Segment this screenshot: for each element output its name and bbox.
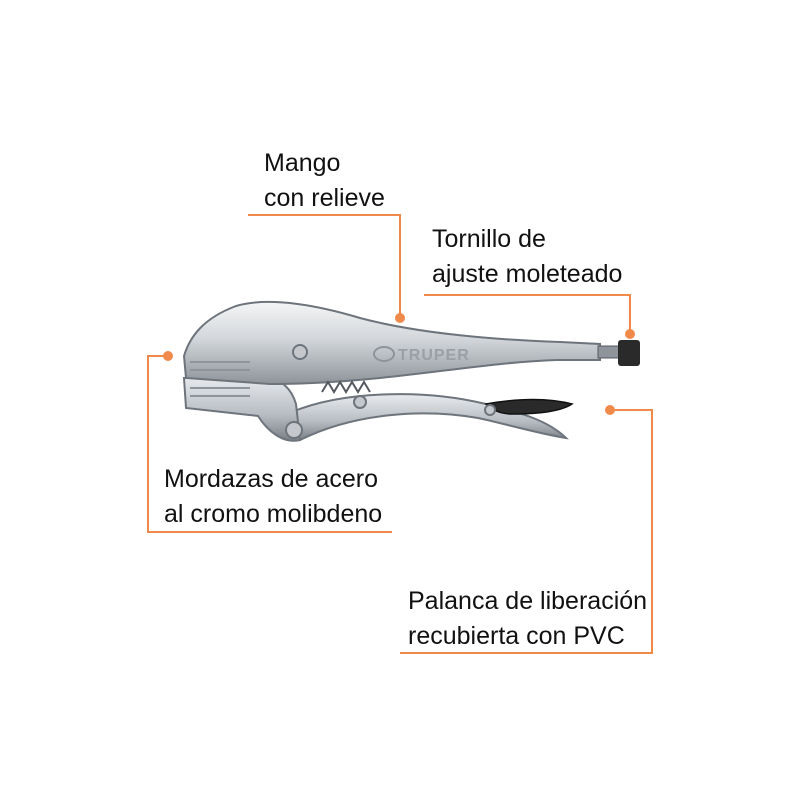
- leader-dot-release: [605, 405, 615, 415]
- release-lever-grip: [484, 398, 574, 415]
- screw-thread: [597, 345, 621, 359]
- leader-dot-handle: [395, 313, 405, 323]
- callout-screw-line2: ajuste moleteado: [432, 260, 623, 288]
- callout-handle-line1: Mango: [264, 149, 341, 177]
- leader-dot-screw: [625, 329, 635, 339]
- rivet: [285, 421, 303, 439]
- truper-logo: TRUPER: [373, 346, 470, 364]
- callout-jaws-line1: Mordazas de acero: [164, 465, 379, 493]
- leader-dots: [163, 313, 635, 415]
- upper-body: [182, 300, 601, 386]
- callout-handle-line2: con relieve: [264, 184, 385, 212]
- leader-line-screw: [424, 294, 631, 332]
- lower-jaw: [182, 374, 302, 442]
- leader-line-release: [400, 409, 653, 654]
- adjusting-screw-knob: [618, 340, 640, 366]
- leader-line-jaws: [147, 355, 392, 533]
- svg-text:TRUPER: TRUPER: [398, 347, 470, 364]
- callout-screw-line1: Tornillo de: [432, 225, 546, 253]
- rivet: [484, 404, 496, 416]
- callout-release: Palanca de liberación recubierta con PVC: [408, 584, 647, 654]
- leader-lines: [147, 214, 653, 654]
- leader-line-handle: [248, 214, 401, 318]
- locking-pliers: TRUPER: [182, 300, 640, 442]
- rivet: [292, 344, 308, 360]
- leader-dot-jaws: [163, 351, 173, 361]
- spring: [321, 380, 371, 394]
- callout-handle: Mango con relieve: [264, 146, 385, 216]
- callout-release-line1: Palanca de liberación: [408, 587, 648, 615]
- callout-jaws: Mordazas de acero al cromo molibdeno: [164, 462, 382, 532]
- callout-release-line2: recubierta con PVC: [408, 622, 625, 650]
- callout-screw: Tornillo de ajuste moleteado: [432, 222, 622, 292]
- callout-jaws-line2: al cromo molibdeno: [164, 500, 383, 528]
- rivet: [353, 395, 367, 409]
- jaw-teeth: [190, 361, 250, 397]
